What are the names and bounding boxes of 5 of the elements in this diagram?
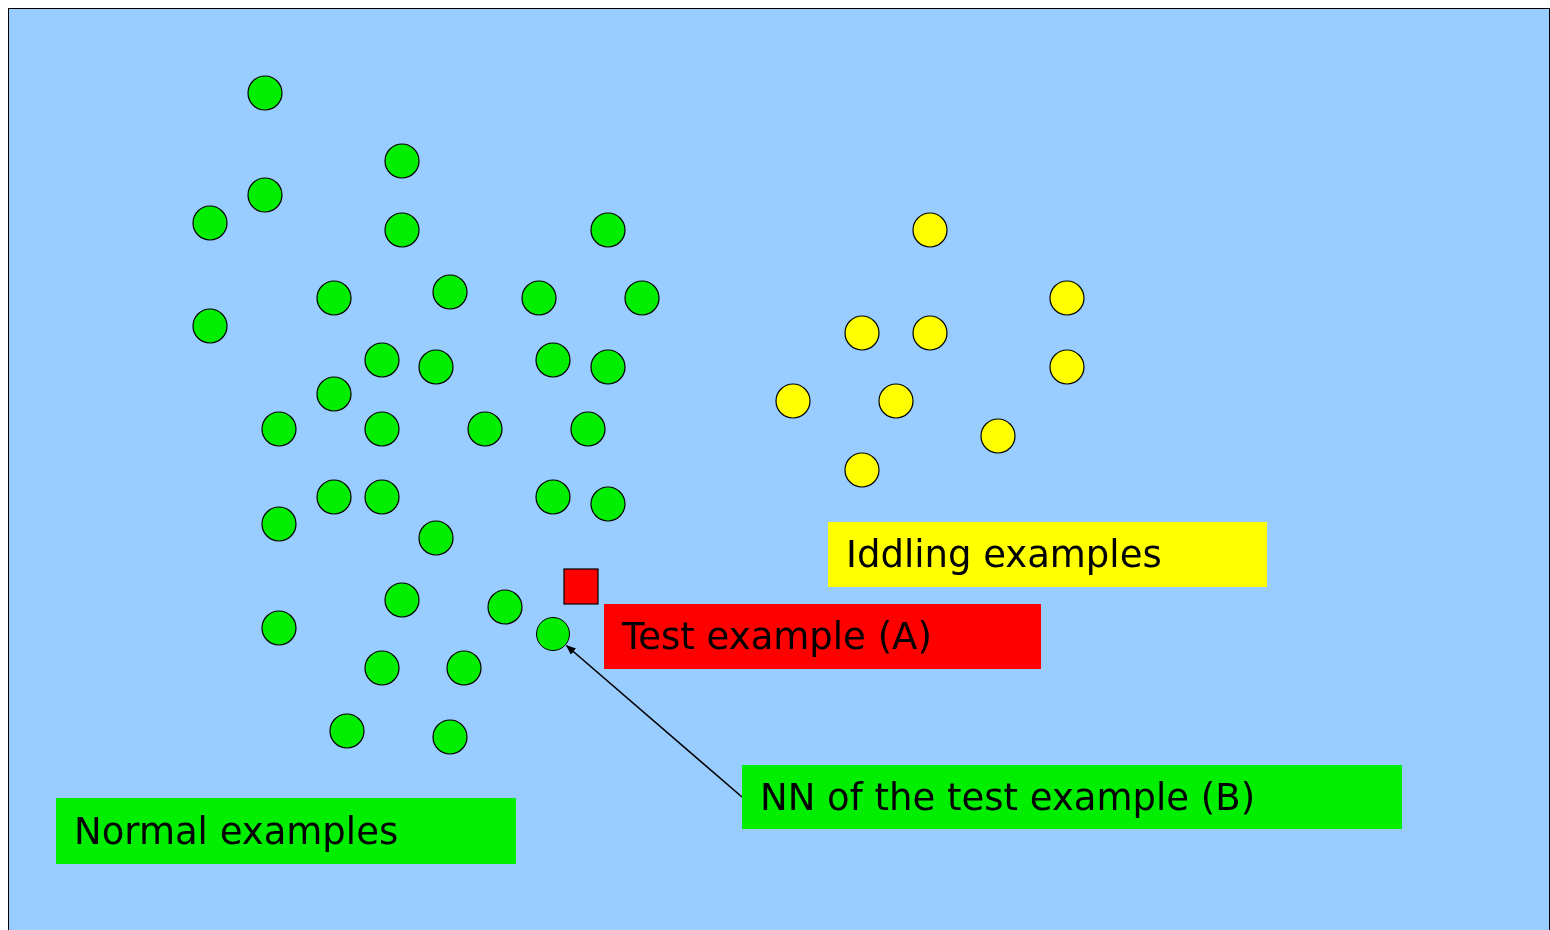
label-box: Test example (A)	[604, 604, 1041, 669]
label-box: NN of the test example (B)	[742, 765, 1402, 829]
arrow	[565, 644, 743, 798]
label-box: Iddling examples	[828, 522, 1267, 587]
label-box: Normal examples	[56, 798, 516, 864]
